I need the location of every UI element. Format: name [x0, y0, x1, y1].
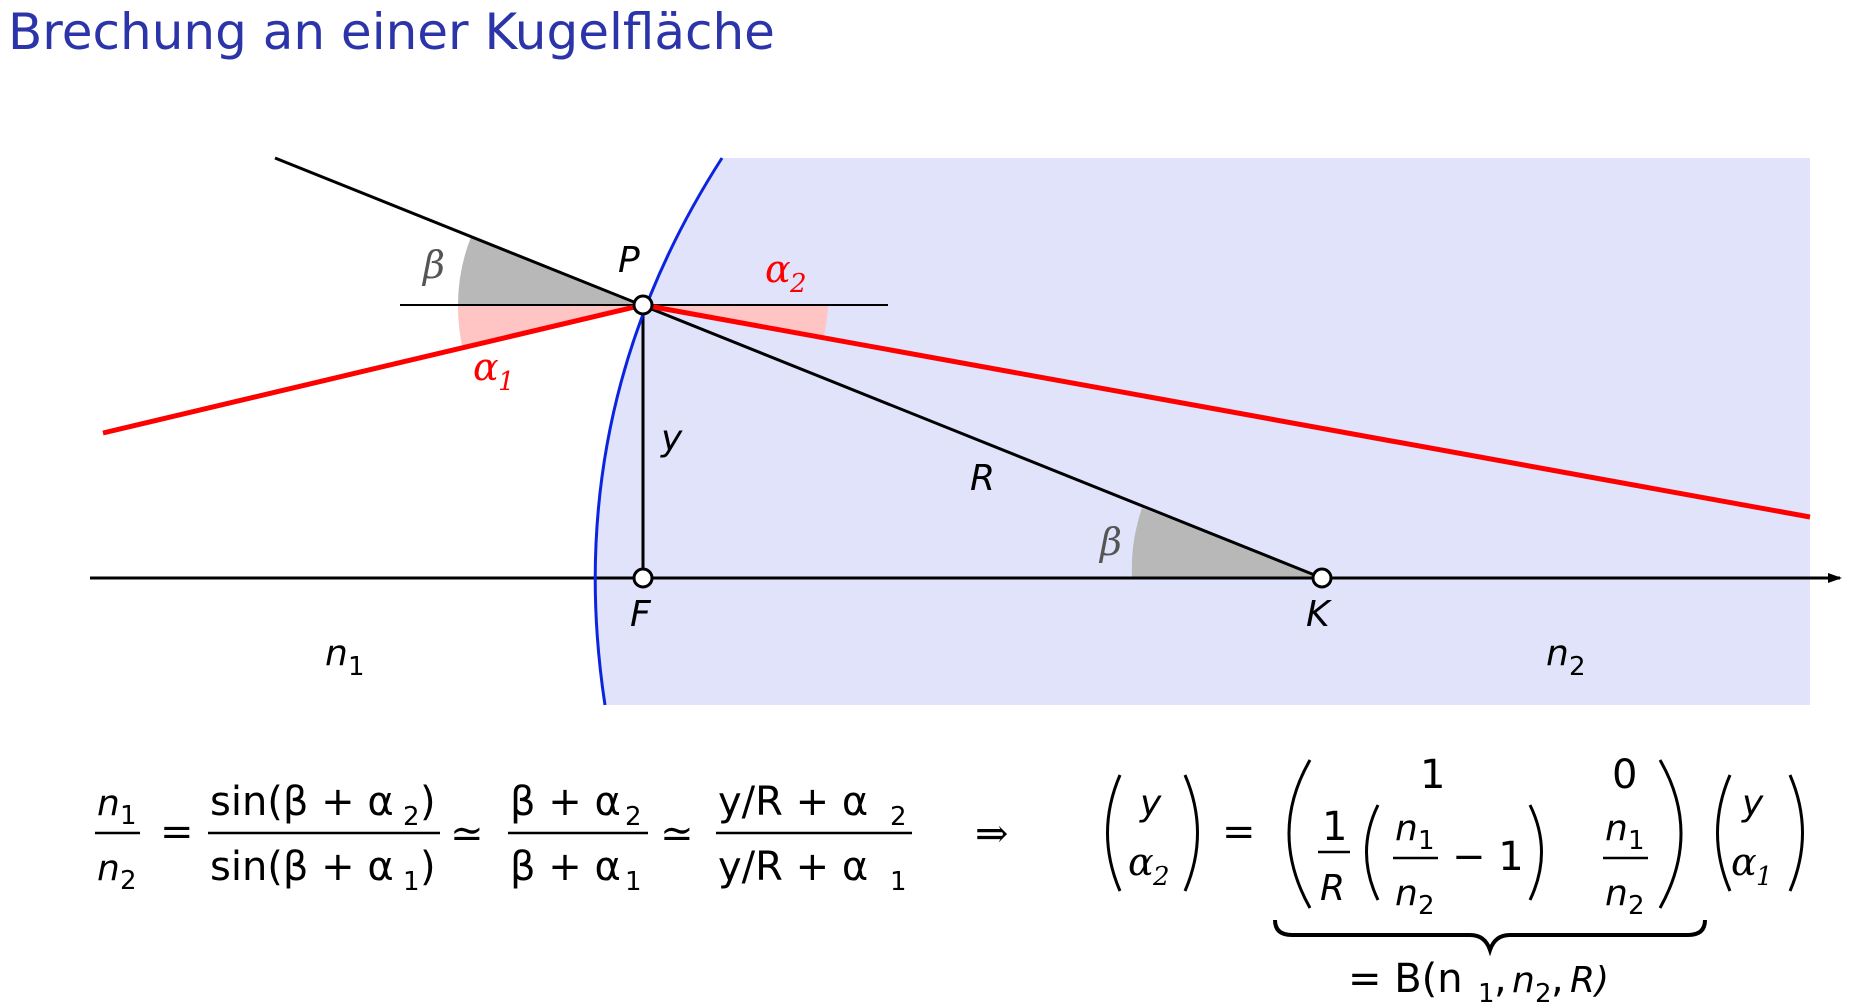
svg-text:≃: ≃: [660, 811, 694, 857]
svg-text:,: ,: [1494, 956, 1507, 1002]
svg-text:2: 2: [403, 802, 420, 832]
label-alpha1: α 1: [473, 345, 515, 397]
svg-text:y: y: [1741, 783, 1764, 824]
svg-text:1: 1: [403, 867, 420, 897]
svg-text:≃: ≃: [450, 811, 484, 857]
label-p: P: [618, 240, 640, 281]
svg-text:α: α: [1128, 840, 1154, 884]
svg-text:=: =: [1222, 809, 1256, 855]
svg-text:α: α: [473, 345, 499, 389]
svg-text:n: n: [97, 848, 120, 889]
label-n2: n 2: [1546, 633, 1586, 682]
svg-text:α: α: [765, 247, 791, 291]
svg-text:n: n: [1605, 873, 1628, 914]
label-k: K: [1306, 594, 1332, 635]
page-title: Brechung an einer Kugelfläche: [8, 3, 775, 61]
svg-text:n: n: [97, 783, 120, 824]
svg-text:): ): [420, 779, 436, 825]
svg-text:β + α: β + α: [510, 779, 621, 825]
svg-text:2: 2: [625, 802, 642, 832]
label-y: y: [660, 418, 683, 459]
svg-text:⇒: ⇒: [975, 811, 1009, 857]
radius-line: [274, 156, 1323, 580]
point-f: [632, 567, 654, 589]
svg-text:2: 2: [1418, 891, 1435, 921]
svg-text:2: 2: [1152, 862, 1170, 892]
svg-text:1: 1: [625, 867, 642, 897]
svg-text:= B(n: = B(n: [1348, 956, 1463, 1002]
svg-text:0: 0: [1612, 752, 1637, 798]
incident-ray: [102, 302, 644, 436]
label-beta-p: β: [421, 243, 445, 287]
svg-text:1: 1: [890, 867, 907, 897]
svg-text:R): R): [1570, 960, 1609, 1001]
label-r: R: [970, 458, 995, 499]
svg-text:R: R: [1320, 868, 1345, 909]
svg-text:n: n: [1395, 873, 1418, 914]
point-k: [1311, 567, 1333, 589]
svg-text:1: 1: [120, 801, 137, 831]
svg-text:n: n: [325, 633, 348, 674]
svg-text:1: 1: [348, 652, 365, 682]
svg-text:n: n: [1605, 808, 1628, 849]
svg-text:sin(β + α: sin(β + α: [210, 779, 394, 825]
svg-text:=: =: [160, 809, 194, 855]
svg-text:2: 2: [789, 269, 807, 299]
svg-text:1: 1: [1628, 826, 1645, 856]
transfer-matrix-formula: y α 2 = 1 0 1 R n 1 n 2 − 1 n 1 n 2 y α …: [1106, 752, 1804, 1008]
svg-text:1: 1: [1478, 979, 1495, 1008]
svg-text:2: 2: [1628, 891, 1645, 921]
spherical-surface: [593, 157, 724, 706]
medium-2-region: [595, 158, 1810, 705]
snell-formula: n 1 n 2 = sin(β + α 2 ) sin(β + α 1 ) ≃ …: [95, 779, 1009, 897]
svg-text:y: y: [1139, 783, 1162, 824]
label-alpha2: α 2: [765, 247, 807, 299]
svg-text:2: 2: [890, 802, 907, 832]
svg-text:,: ,: [1551, 956, 1564, 1002]
underbrace: [1273, 919, 1707, 957]
svg-text:n: n: [1546, 633, 1569, 674]
svg-text:− 1: − 1: [1452, 834, 1524, 880]
label-beta-k: β: [1098, 520, 1122, 564]
svg-text:): ): [420, 844, 436, 890]
svg-text:α: α: [1731, 840, 1757, 884]
svg-text:1: 1: [1420, 752, 1445, 798]
svg-text:sin(β + α: sin(β + α: [210, 844, 394, 890]
svg-text:n: n: [1512, 960, 1535, 1001]
svg-text:1: 1: [1756, 862, 1773, 892]
refracted-ray: [642, 302, 1811, 520]
svg-text:n: n: [1395, 808, 1418, 849]
svg-text:2: 2: [120, 866, 137, 896]
label-n1: n 1: [325, 633, 365, 682]
label-f: F: [630, 594, 652, 635]
svg-text:1: 1: [1418, 826, 1435, 856]
point-p: [632, 294, 654, 316]
svg-text:2: 2: [1535, 979, 1552, 1008]
svg-text:y/R + α: y/R + α: [718, 844, 868, 890]
svg-text:y/R + α: y/R + α: [718, 779, 868, 825]
svg-text:2: 2: [1569, 652, 1586, 682]
svg-text:1: 1: [498, 367, 515, 397]
svg-text:1: 1: [1322, 804, 1347, 850]
svg-text:β + α: β + α: [510, 844, 621, 890]
